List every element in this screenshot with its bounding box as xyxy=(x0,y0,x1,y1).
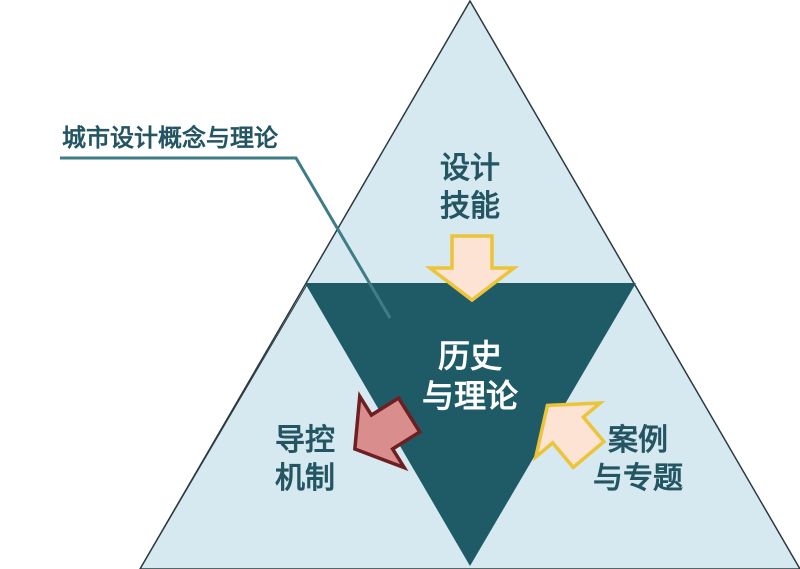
arrow-red-left xyxy=(352,391,423,472)
arrow-down-yellow xyxy=(424,234,520,303)
concept-leader-line xyxy=(60,156,392,319)
center-label-line1: 历史 xyxy=(437,337,502,375)
center-label: 历史 与理论 xyxy=(410,336,530,416)
right-label-line1: 案例 xyxy=(608,423,668,458)
left-label: 导控 机制 xyxy=(255,422,355,497)
left-label-line2: 机制 xyxy=(275,460,335,496)
divider-left xyxy=(139,282,309,569)
right-label-line2: 与专题 xyxy=(593,460,683,496)
center-label-line2: 与理论 xyxy=(421,377,518,415)
top-label: 设计 技能 xyxy=(420,150,520,225)
arrow-yellow-upleft xyxy=(532,401,607,470)
inner-triangle xyxy=(305,283,636,566)
top-label-line2: 技能 xyxy=(440,188,500,224)
concept-label: 城市设计概念与理论 xyxy=(62,124,278,152)
right-label: 案例 与专题 xyxy=(578,422,698,497)
left-label-line1: 导控 xyxy=(275,423,335,458)
top-label-line1: 设计 xyxy=(440,151,500,186)
